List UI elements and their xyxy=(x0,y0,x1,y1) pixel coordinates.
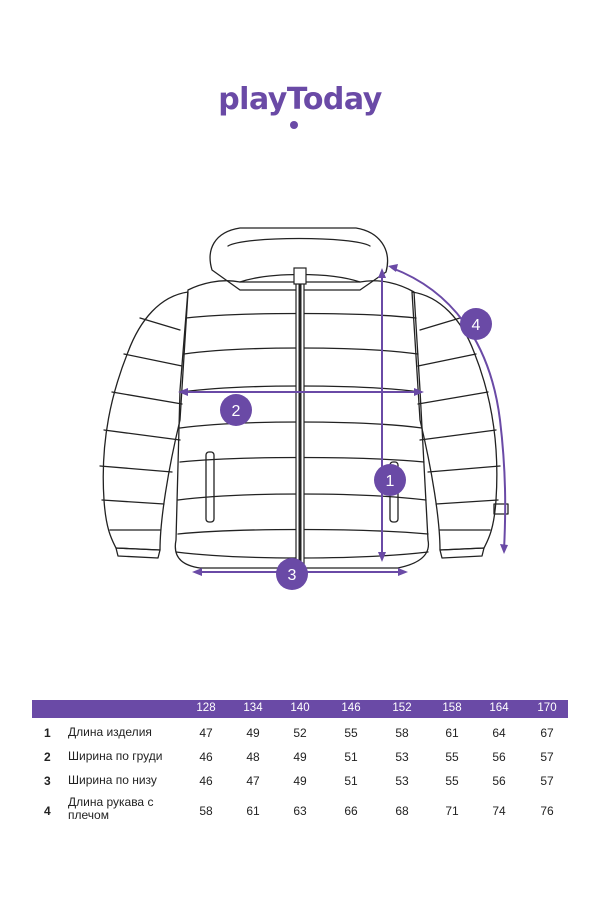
size-header: 128 xyxy=(196,702,216,714)
size-table-header: 128 134 140 146 152 158 164 170 xyxy=(32,700,568,718)
table-cell: 53 xyxy=(395,774,409,788)
size-header: 140 xyxy=(290,702,310,714)
table-row: 2 Ширина по груди 46 48 49 51 53 55 56 5… xyxy=(32,744,568,768)
svg-text:3: 3 xyxy=(288,567,297,584)
table-cell: 67 xyxy=(540,726,554,740)
row-number: 2 xyxy=(44,750,51,764)
svg-text:2: 2 xyxy=(232,403,241,420)
logo-dot xyxy=(290,121,298,129)
table-cell: 46 xyxy=(199,750,213,764)
measure-line-4 xyxy=(391,267,507,551)
table-cell: 66 xyxy=(344,804,358,818)
table-cell: 57 xyxy=(540,774,554,788)
table-cell: 47 xyxy=(199,726,213,740)
marker-4: 4 xyxy=(460,308,492,340)
marker-1: 1 xyxy=(374,464,406,496)
row-label: Ширина по низу xyxy=(68,773,157,787)
marker-2: 2 xyxy=(220,394,252,426)
left-sleeve xyxy=(102,291,189,551)
size-table: 128 134 140 146 152 158 164 170 1 Длина … xyxy=(32,700,568,828)
table-cell: 48 xyxy=(246,750,260,764)
table-cell: 53 xyxy=(395,750,409,764)
table-cell: 61 xyxy=(445,726,459,740)
table-cell: 47 xyxy=(246,774,260,788)
table-cell: 51 xyxy=(344,750,358,764)
table-cell: 64 xyxy=(492,726,506,740)
zipper xyxy=(293,267,307,567)
table-cell: 46 xyxy=(199,774,213,788)
size-header: 146 xyxy=(341,702,361,714)
size-header: 170 xyxy=(537,702,557,714)
table-cell: 57 xyxy=(540,750,554,764)
table-cell: 51 xyxy=(344,774,358,788)
table-cell: 74 xyxy=(492,804,506,818)
jacket-body xyxy=(174,280,429,569)
marker-3: 3 xyxy=(276,558,308,590)
jacket-diagram: 1 2 3 4 xyxy=(99,227,509,590)
size-header: 158 xyxy=(442,702,462,714)
jacket-hood xyxy=(209,227,389,291)
table-cell: 63 xyxy=(293,804,307,818)
table-cell: 68 xyxy=(395,804,409,818)
svg-text:4: 4 xyxy=(472,317,481,334)
size-header: 164 xyxy=(489,702,509,714)
table-row: 3 Ширина по низу 46 47 49 51 53 55 56 57 xyxy=(32,768,568,792)
table-cell: 58 xyxy=(395,726,409,740)
table-cell: 56 xyxy=(492,774,506,788)
row-label: Длина рукава с плечом xyxy=(68,795,154,822)
table-cell: 56 xyxy=(492,750,506,764)
table-cell: 61 xyxy=(246,804,260,818)
brand-logo: playToday xyxy=(218,82,382,117)
table-cell: 71 xyxy=(445,804,459,818)
row-number: 3 xyxy=(44,774,51,788)
table-row: 1 Длина изделия 47 49 52 55 58 61 64 67 xyxy=(32,720,568,744)
row-number: 4 xyxy=(44,804,51,818)
table-cell: 55 xyxy=(344,726,358,740)
row-number: 1 xyxy=(44,726,51,740)
svg-text:1: 1 xyxy=(386,473,395,490)
row-label: Длина изделия xyxy=(68,725,152,739)
size-header: 152 xyxy=(392,702,412,714)
row-label: Ширина по груди xyxy=(68,749,163,763)
table-row: 4 Длина рукава с плечом 58 61 63 66 68 7… xyxy=(32,792,568,828)
table-cell: 52 xyxy=(293,726,307,740)
table-cell: 49 xyxy=(293,750,307,764)
table-cell: 49 xyxy=(246,726,260,740)
table-cell: 55 xyxy=(445,750,459,764)
table-cell: 49 xyxy=(293,774,307,788)
table-cell: 55 xyxy=(445,774,459,788)
table-cell: 58 xyxy=(199,804,213,818)
size-header: 134 xyxy=(243,702,263,714)
table-cell: 76 xyxy=(540,804,554,818)
